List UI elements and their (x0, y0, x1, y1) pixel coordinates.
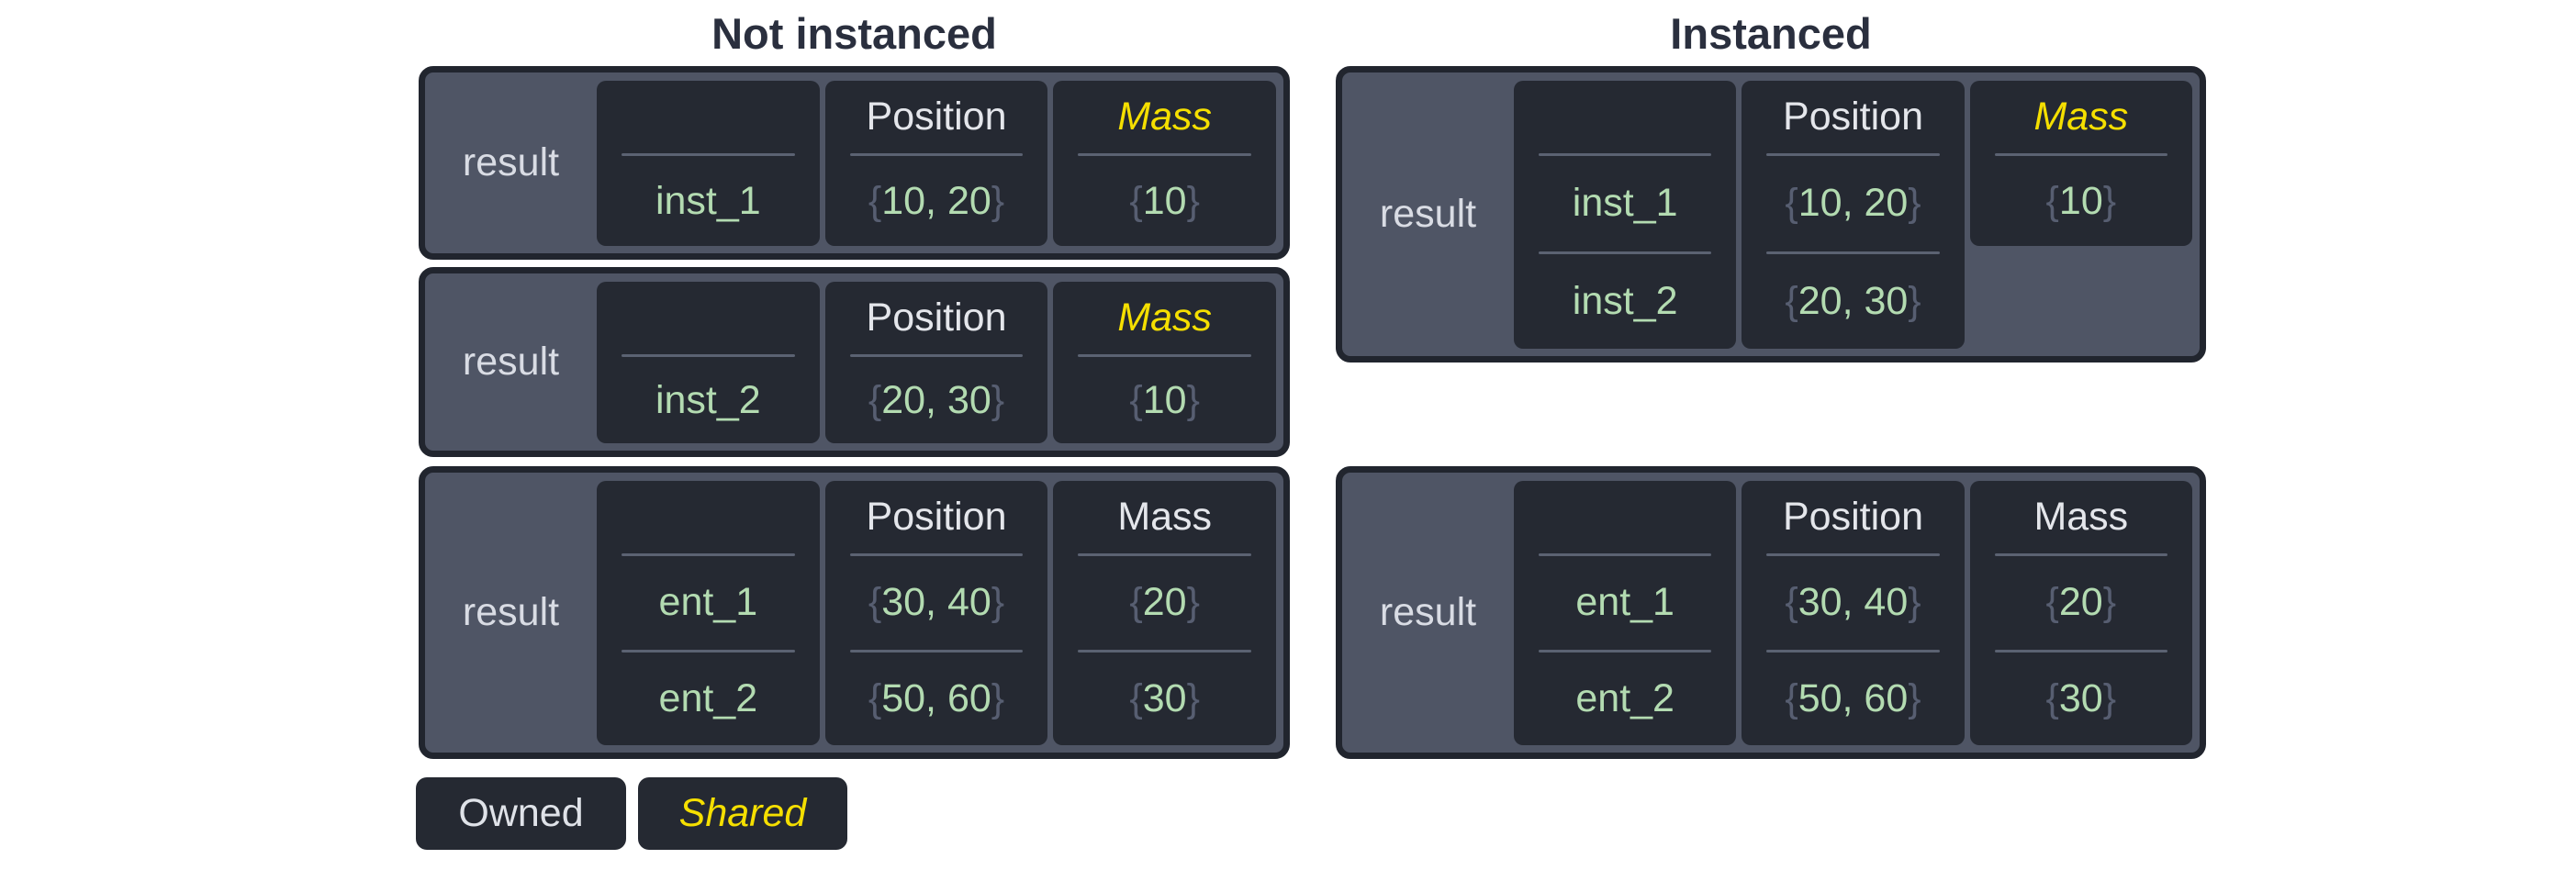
component-value: {50, 60} (868, 675, 1005, 720)
row-divider (622, 354, 795, 357)
component-column-position: Position {10, 20} {20, 30} (1742, 81, 1965, 349)
component-column-position: Position {10, 20} (824, 81, 1048, 246)
result-box: result ent_1 ent_2 Position {30, 40} {50, 60}… (1336, 466, 2206, 759)
row-divider (849, 553, 1024, 556)
row-divider (1994, 153, 2168, 156)
component-value: inst_1 (1572, 181, 1678, 226)
component-header: Position (1783, 95, 1923, 139)
component-value: {30, 40} (868, 580, 1005, 625)
component-value: {10, 20} (868, 178, 1005, 223)
row-divider (1766, 649, 1940, 652)
component-value: {20, 30} (1785, 278, 1921, 323)
component-column-position: Position {20, 30} (824, 282, 1048, 443)
component-column-entity: inst_1 (597, 81, 820, 246)
component-cells: inst_1 inst_2 Position {10, 20} {20, 30} Mass… (1514, 72, 2200, 356)
component-value: inst_2 (655, 377, 761, 422)
row-divider (849, 354, 1024, 357)
component-header: Position (866, 95, 1007, 139)
result-box: result inst_1 Position {10, 20} Mass {10} (419, 66, 1290, 260)
row-divider (1994, 649, 2167, 652)
component-column-entity: inst_2 (597, 282, 820, 443)
component-value: {30} (2045, 675, 2117, 720)
result-label: result (462, 140, 560, 184)
component-header: Mass (1117, 95, 1213, 139)
component-value: {20} (2045, 580, 2117, 625)
component-header: Position (1783, 495, 1923, 539)
component-header (597, 282, 820, 354)
component-value: {30, 40} (1785, 580, 1921, 625)
component-cells: inst_2 Position {20, 30} Mass {10} (597, 273, 1283, 451)
component-value: ent_1 (1575, 580, 1674, 625)
result-label: result (462, 340, 560, 384)
row-divider (1078, 553, 1252, 556)
row-divider (1994, 553, 2167, 556)
component-value: {20} (1129, 580, 1200, 625)
component-header: Mass (2033, 95, 2129, 139)
row-divider (1766, 553, 1940, 556)
component-value: inst_2 (1572, 278, 1678, 323)
component-value: ent_2 (658, 675, 758, 720)
component-value: {10} (1129, 377, 1200, 422)
component-value: ent_2 (1575, 675, 1674, 720)
legend-owned-label: Owned (458, 791, 584, 835)
component-value: ent_1 (658, 580, 758, 625)
row-divider (1078, 649, 1252, 652)
legend-shared-chip: Shared (638, 777, 847, 850)
component-header (597, 481, 820, 553)
component-cells: ent_1 ent_2 Position {30, 40} {50, 60} Mass {2… (597, 473, 1283, 753)
component-value: inst_1 (655, 178, 761, 223)
result-box: result inst_1 inst_2 Position {10, 20} {20, 3… (1336, 66, 2206, 362)
row-divider (1766, 251, 1940, 254)
row-divider (1078, 354, 1252, 357)
component-value: {10} (1129, 178, 1200, 223)
legend-shared-label: Shared (678, 791, 807, 835)
row-divider (1539, 251, 1712, 254)
component-header: Mass (1117, 296, 1213, 340)
row-divider (622, 649, 795, 652)
not-instanced-title: Not instanced (711, 9, 997, 58)
row-divider (622, 153, 795, 156)
row-divider (1766, 153, 1940, 156)
result-label: result (1379, 192, 1477, 236)
component-column-position: Position {30, 40} {50, 60} (824, 481, 1048, 745)
component-column-mass: Mass {20} {30} (1969, 481, 2192, 745)
component-column-position: Position {30, 40} {50, 60} (1742, 481, 1965, 745)
component-cells: inst_1 Position {10, 20} Mass {10} (597, 72, 1283, 253)
component-value: {10} (2045, 178, 2117, 223)
component-column-mass: Mass {10} (1969, 81, 2193, 246)
component-header: Position (866, 495, 1007, 539)
component-column-mass: Mass {20} {30} (1053, 481, 1277, 745)
component-header: Mass (2033, 495, 2129, 539)
component-column-entity: ent_1 ent_2 (1514, 481, 1737, 745)
result-label: result (462, 590, 560, 634)
component-header (1514, 81, 1736, 153)
component-header (597, 81, 820, 153)
legend: Owned Shared (416, 777, 847, 850)
component-value: {50, 60} (1785, 675, 1921, 720)
row-divider (849, 649, 1024, 652)
result-box: result ent_1 ent_2 Position {30, 40} {50, 60}… (419, 466, 1290, 759)
component-header: Position (866, 296, 1007, 340)
component-column-entity: ent_1 ent_2 (597, 481, 820, 745)
row-divider (1078, 153, 1252, 156)
component-cells: ent_1 ent_2 Position {30, 40} {50, 60} Mass {2… (1514, 473, 2200, 753)
row-divider (849, 153, 1024, 156)
component-value: {20, 30} (868, 377, 1005, 422)
legend-owned-chip: Owned (416, 777, 626, 850)
component-header (1514, 481, 1736, 553)
component-header: Mass (1117, 495, 1213, 539)
component-value: {10, 20} (1785, 181, 1921, 226)
row-divider (1539, 553, 1712, 556)
component-column-mass: Mass {10} (1053, 81, 1277, 246)
row-divider (1539, 153, 1712, 156)
component-column-mass: Mass {10} (1053, 282, 1277, 443)
row-divider (1539, 649, 1712, 652)
row-divider (622, 553, 795, 556)
component-value: {30} (1129, 675, 1200, 720)
component-column-entity: inst_1 inst_2 (1514, 81, 1737, 349)
result-label: result (1379, 590, 1477, 634)
result-box: result inst_2 Position {20, 30} Mass {10} (419, 267, 1290, 457)
instanced-title: Instanced (1670, 9, 1872, 58)
